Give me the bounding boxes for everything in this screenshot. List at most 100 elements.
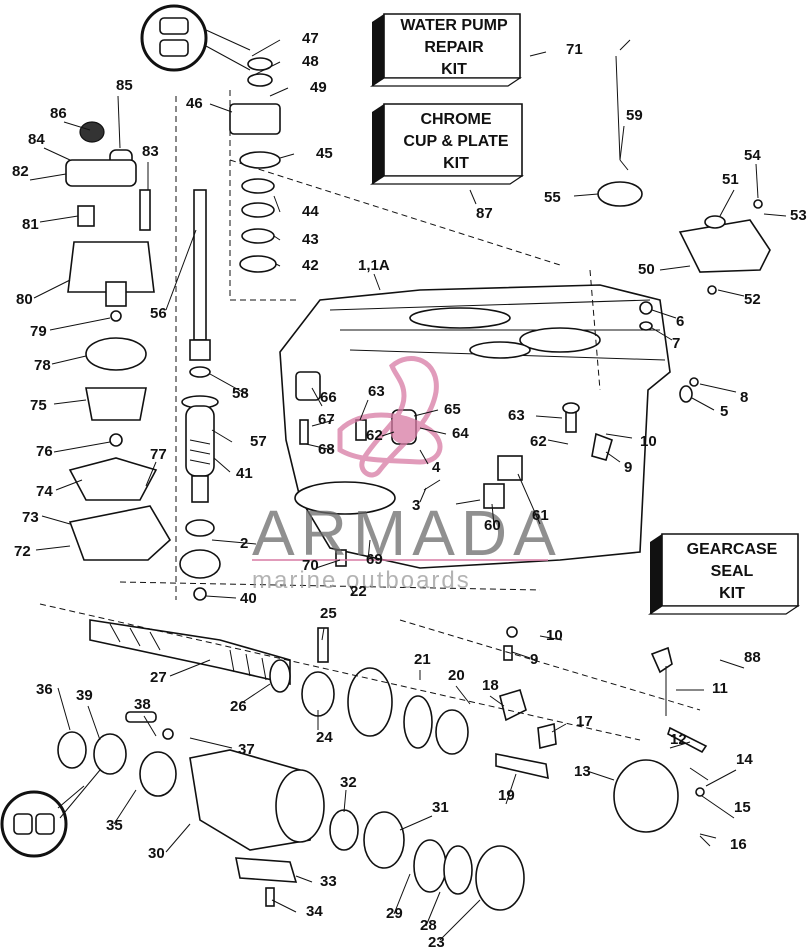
callout-number: 20 xyxy=(448,667,465,684)
callout-number: 53 xyxy=(790,207,807,224)
callout-number: 67 xyxy=(318,411,335,428)
gearcase-seal-kit-box: GEARCASE SEAL KIT xyxy=(648,533,800,615)
leader-line xyxy=(143,715,157,737)
callout-number: 61 xyxy=(532,507,549,524)
leader-line xyxy=(273,195,281,213)
callout-number: 31 xyxy=(432,799,449,816)
callout-number: 74 xyxy=(36,483,53,500)
leader-line xyxy=(213,457,231,473)
leader-line xyxy=(63,121,91,131)
leader-line xyxy=(145,461,157,487)
leader-line xyxy=(305,443,333,451)
callout-number: 55 xyxy=(544,189,561,206)
leader-line xyxy=(669,741,691,749)
leader-line xyxy=(239,683,271,705)
callout-number: 64 xyxy=(452,425,469,442)
leader-line xyxy=(455,685,471,705)
callout-number: 54 xyxy=(744,147,761,164)
leader-line xyxy=(717,289,745,297)
propeller-shaft-assembly xyxy=(57,619,525,911)
leader-line xyxy=(539,635,563,641)
callout-number: 58 xyxy=(232,385,249,402)
leader-line xyxy=(275,263,281,267)
callout-number: 49 xyxy=(310,79,327,96)
callout-number: 8 xyxy=(740,389,748,406)
callout-number: 2 xyxy=(240,535,248,552)
callout-number: 86 xyxy=(50,105,67,122)
leader-line xyxy=(439,899,481,941)
callout-number: 38 xyxy=(134,696,151,713)
callout-leaders xyxy=(29,39,787,941)
callout-number: 63 xyxy=(508,407,525,424)
callout-number: 34 xyxy=(306,903,323,920)
gearcase-seal-kit-line2: SEAL xyxy=(711,563,754,580)
callout-number: 7 xyxy=(672,335,680,352)
callout-number: 28 xyxy=(420,917,437,934)
callout-number: 36 xyxy=(36,681,53,698)
leader-line xyxy=(469,189,477,205)
callout-number: 15 xyxy=(734,799,751,816)
callout-number: 9 xyxy=(624,459,632,476)
leader-line xyxy=(419,449,429,465)
callout-number: 18 xyxy=(482,677,499,694)
leader-line xyxy=(489,695,505,707)
leader-line xyxy=(279,153,295,159)
leader-line xyxy=(39,215,79,223)
callout-number: 27 xyxy=(150,669,167,686)
upper-right-parts xyxy=(597,39,771,403)
water-pump-kit-line2: REPAIR xyxy=(424,39,484,56)
leader-line xyxy=(605,433,633,439)
callout-number: 81 xyxy=(22,216,39,233)
leader-line xyxy=(651,327,673,341)
callout-number: 39 xyxy=(76,687,93,704)
leader-line xyxy=(57,687,71,731)
leader-line xyxy=(719,659,745,669)
gearcase-seal-kit-line3: KIT xyxy=(719,585,745,602)
callout-number: 69 xyxy=(366,551,383,568)
leader-line xyxy=(55,479,83,491)
leader-line xyxy=(321,627,325,641)
leader-line xyxy=(529,51,547,57)
callout-number: 10 xyxy=(640,433,657,450)
callout-number: 60 xyxy=(484,517,501,534)
water-tube-grommet-stack xyxy=(229,57,300,301)
callout-number: 4 xyxy=(432,459,441,476)
leader-line xyxy=(547,439,569,445)
callout-number: 77 xyxy=(150,446,167,463)
leader-line xyxy=(583,769,615,781)
leader-line xyxy=(535,415,563,419)
callout-number: 78 xyxy=(34,357,51,374)
callout-number: 87 xyxy=(476,205,493,222)
callout-number: 50 xyxy=(638,261,655,278)
leader-line xyxy=(315,559,341,569)
leader-line xyxy=(373,273,381,291)
callout-number: 76 xyxy=(36,443,53,460)
leader-line xyxy=(209,103,233,113)
callout-number: 23 xyxy=(428,934,445,947)
chrome-cup-kit-line1: CHROME xyxy=(420,111,491,128)
alignment-guides xyxy=(39,96,701,741)
watermark-brand: ARMADA xyxy=(252,497,562,569)
leader-line xyxy=(419,487,427,503)
callout-number: 17 xyxy=(576,713,593,730)
leader-line xyxy=(419,427,447,435)
gearcase-housing xyxy=(229,159,671,569)
leader-line xyxy=(33,279,71,299)
callout-number: 32 xyxy=(340,774,357,791)
driveshaft-assembly xyxy=(179,189,221,601)
water-pump-kit-line3: KIT xyxy=(441,61,467,78)
callout-number: 42 xyxy=(302,257,319,274)
chrome-cup-kit-line2: CUP & PLATE xyxy=(403,133,509,150)
leader-line xyxy=(269,87,289,97)
leader-line xyxy=(413,409,439,417)
leader-line xyxy=(49,317,111,331)
leader-line xyxy=(659,265,691,271)
callout-number: 30 xyxy=(148,845,165,862)
callout-number: 88 xyxy=(744,649,761,666)
leader-line xyxy=(511,651,531,659)
callout-number: 79 xyxy=(30,323,47,340)
leader-line xyxy=(573,193,599,197)
callout-number: 19 xyxy=(498,787,515,804)
leader-line xyxy=(311,387,323,407)
